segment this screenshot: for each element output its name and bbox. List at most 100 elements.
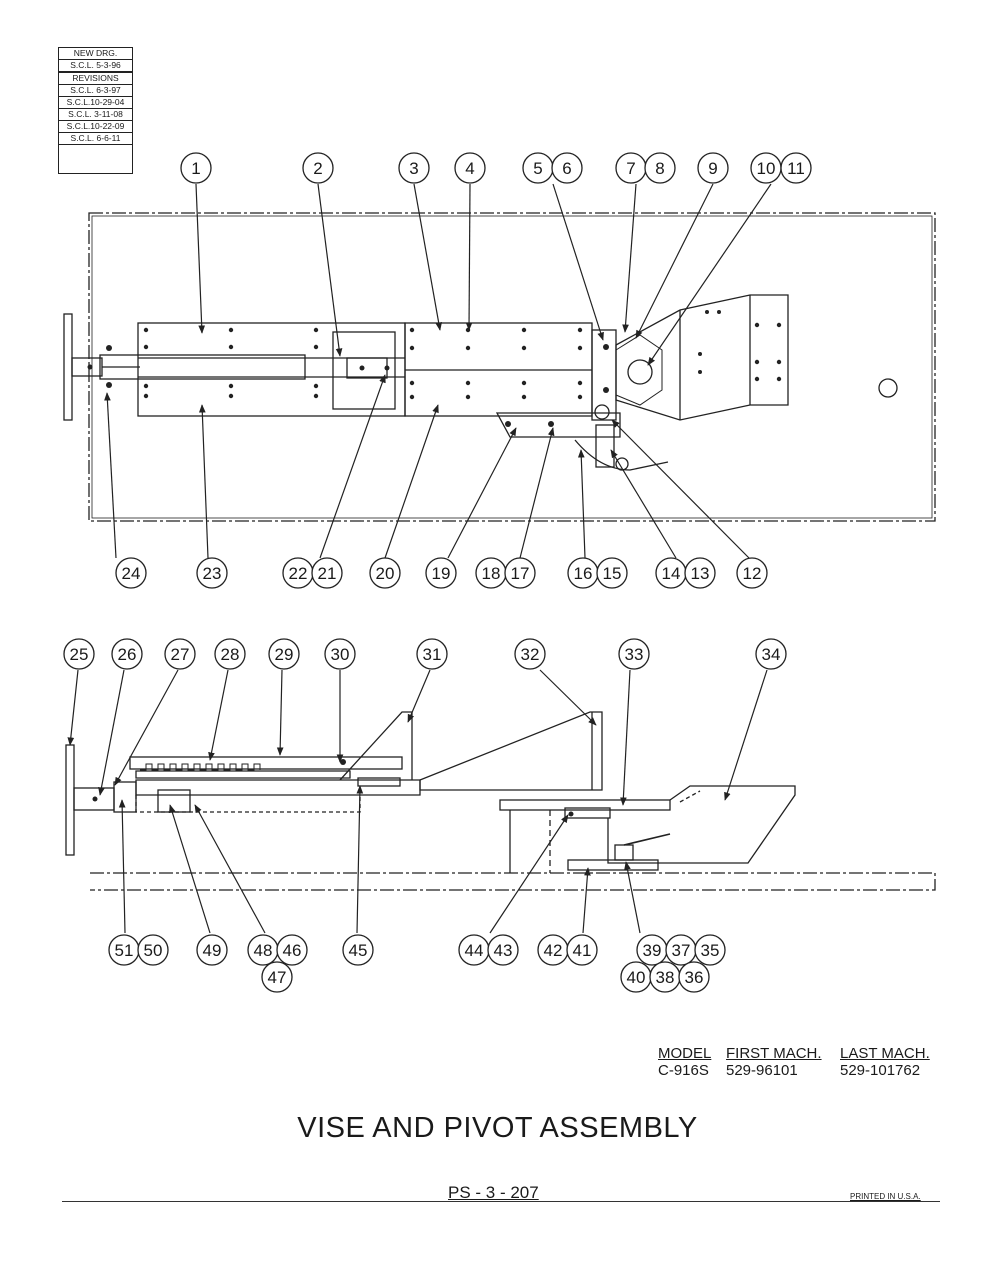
callout: 24 [115,557,147,589]
callout: 51 [108,934,140,966]
first-mach-header: FIRST MACH. [726,1045,822,1062]
svg-text:7: 7 [626,159,635,178]
callout: 41 [566,934,598,966]
revision-entry: S.C.L. 6-6-11 [59,133,132,145]
svg-text:38: 38 [656,968,675,987]
pivot-base [567,859,659,871]
callout: 42 [537,934,569,966]
new-drawing-date: S.C.L. 5-3-96 [59,60,132,73]
table-hole [878,378,898,398]
svg-text:36: 36 [685,968,704,987]
screw-nut-block [332,331,396,410]
callout: 47 [261,961,293,993]
revision-entry: S.C.L. 6-3-97 [59,85,132,97]
callout: 5 [522,152,554,184]
page-title: VISE AND PIVOT ASSEMBLY [297,1112,698,1144]
callout: 48 [247,934,279,966]
svg-text:47: 47 [268,968,287,987]
last-mach-header: LAST MACH. [840,1045,930,1062]
svg-text:29: 29 [275,645,294,664]
callout: 7 [615,152,647,184]
callout: 1 [180,152,212,184]
callout: 22 [282,557,314,589]
callout: 32 [514,638,546,670]
callout: 36 [678,961,710,993]
model-table: MODEL FIRST MACH. LAST MACH. C-916S 529-… [658,1045,940,1079]
svg-text:11: 11 [787,159,805,178]
table-outline [88,212,936,522]
callout: 20 [369,557,401,589]
svg-text:13: 13 [691,564,710,583]
leader-lines [67,183,772,934]
callout: 13 [684,557,716,589]
svg-text:4: 4 [465,159,474,178]
callout: 19 [425,557,457,589]
callout: 18 [475,557,507,589]
svg-text:33: 33 [625,645,644,664]
svg-text:43: 43 [494,941,513,960]
svg-text:21: 21 [318,564,337,583]
svg-text:34: 34 [762,645,781,664]
clamp-handle [574,439,669,471]
callout: 29 [268,638,300,670]
callout: 11 [780,152,812,184]
callout: 35 [694,934,726,966]
svg-text:37: 37 [672,941,691,960]
callout: 38 [649,961,681,993]
rack-teeth [140,763,261,771]
svg-text:31: 31 [423,645,442,664]
svg-text:50: 50 [144,941,163,960]
svg-text:16: 16 [574,564,593,583]
bottom-rule [62,1201,940,1202]
callout: 2 [302,152,334,184]
callout: 26 [111,638,143,670]
svg-text:23: 23 [203,564,222,583]
svg-text:6: 6 [562,159,571,178]
svg-text:30: 30 [331,645,350,664]
lead-screw [99,354,306,380]
callout: 49 [196,934,228,966]
svg-text:10: 10 [757,159,776,178]
callout: 33 [618,638,650,670]
svg-text:22: 22 [289,564,308,583]
pivot-arm [615,294,789,421]
callout: 9 [697,152,729,184]
svg-text:18: 18 [482,564,501,583]
revision-block: NEW DRG. S.C.L. 5-3-96 REVISIONS S.C.L. … [58,47,133,174]
callout: 28 [214,638,246,670]
svg-text:48: 48 [254,941,273,960]
callout: 10 [750,152,782,184]
callout: 50 [137,934,169,966]
svg-text:8: 8 [655,159,664,178]
svg-text:15: 15 [603,564,622,583]
material-guide [607,785,796,864]
callout: 30 [324,638,356,670]
new-drawing-label: NEW DRG. [59,48,132,60]
callout: 21 [311,557,343,589]
svg-text:51: 51 [115,941,134,960]
side-view [65,711,936,891]
revision-entry: S.C.L. 3-11-08 [59,109,132,121]
callout: 4 [454,152,486,184]
callout: 6 [551,152,583,184]
svg-text:40: 40 [627,968,646,987]
svg-text:19: 19 [432,564,451,583]
top-view [63,212,936,522]
callout: 12 [736,557,768,589]
svg-text:39: 39 [643,941,662,960]
revision-entry: S.C.L.10-22-09 [59,121,132,133]
fixed-jaw-side [419,711,603,791]
svg-text:3: 3 [409,159,418,178]
model-value: C-916S [658,1062,709,1079]
revisions-header: REVISIONS [59,73,132,85]
callout: 43 [487,934,519,966]
page-number: PS - 3 - 207 [448,1183,539,1202]
pivot-table-side [499,799,671,811]
svg-text:49: 49 [203,941,222,960]
vise-base-side [135,779,421,796]
svg-text:20: 20 [376,564,395,583]
callout: 46 [276,934,308,966]
screw-cover [129,756,403,770]
svg-text:41: 41 [573,941,592,960]
